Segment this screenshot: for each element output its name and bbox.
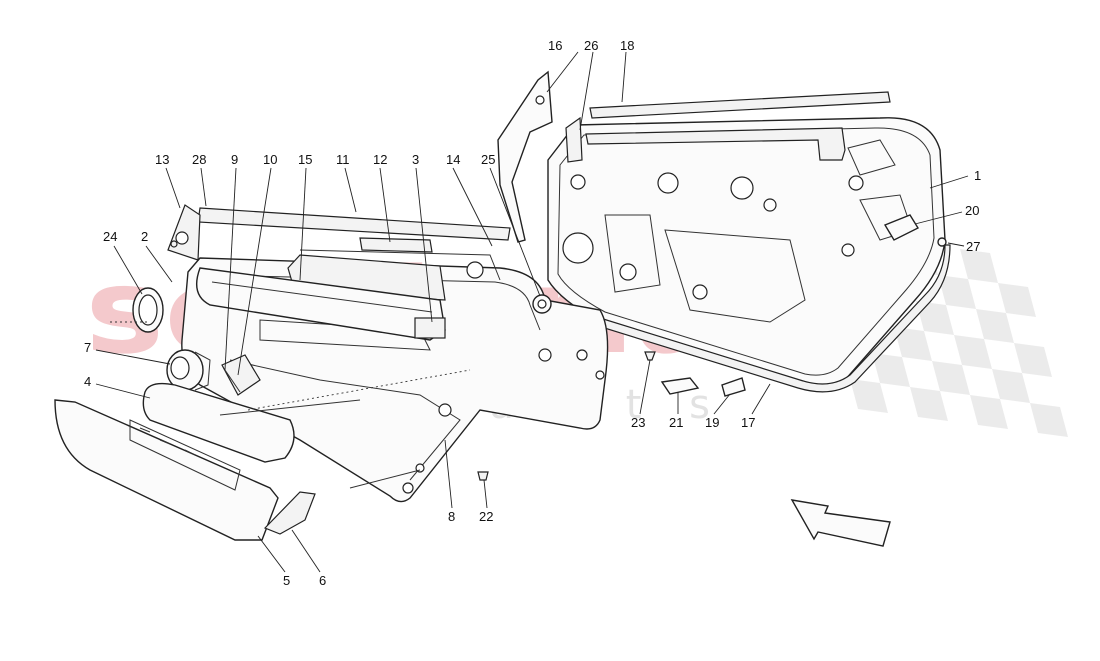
callout-28: 28 xyxy=(192,152,206,167)
callout-10: 10 xyxy=(263,152,277,167)
callout-24: 24 xyxy=(103,229,117,244)
callout-22: 22 xyxy=(479,509,493,524)
flag-square xyxy=(976,309,1014,343)
flag-square xyxy=(894,327,932,361)
flag-square xyxy=(932,361,970,395)
flag-square xyxy=(850,379,888,413)
corner-bracket xyxy=(565,116,583,163)
handle-cover xyxy=(221,354,261,396)
flag-square xyxy=(960,249,998,283)
callout-21: 21 xyxy=(669,415,683,430)
flag-square xyxy=(916,301,954,335)
flag-square xyxy=(872,353,910,387)
flag-square xyxy=(1030,403,1068,437)
callout-20: 20 xyxy=(965,203,979,218)
callout-9: 9 xyxy=(231,152,238,167)
callout-14: 14 xyxy=(446,152,460,167)
flag-square xyxy=(954,335,992,369)
callout-13: 13 xyxy=(155,152,169,167)
callout-19: 19 xyxy=(705,415,719,430)
door-pocket xyxy=(54,399,279,541)
retaining-clip xyxy=(660,377,700,395)
screw xyxy=(644,351,656,361)
callout-16: 16 xyxy=(548,38,562,53)
arrow-icon xyxy=(790,499,891,547)
callout-7: 7 xyxy=(84,340,91,355)
callout-27: 27 xyxy=(966,239,980,254)
small-clip xyxy=(721,377,746,397)
callout-1: 1 xyxy=(974,168,981,183)
flag-square xyxy=(938,275,976,309)
screw xyxy=(477,471,489,481)
callout-18: 18 xyxy=(620,38,634,53)
flag-square xyxy=(1014,343,1052,377)
upper-trim-strip xyxy=(197,207,511,241)
flag-square xyxy=(970,395,1008,429)
door-switch xyxy=(414,317,446,339)
leader-lines xyxy=(95,51,969,573)
callout-12: 12 xyxy=(373,152,387,167)
callout-6: 6 xyxy=(319,573,326,588)
door-weather-strip xyxy=(597,244,951,393)
callout-25: 25 xyxy=(481,152,495,167)
flag-square xyxy=(992,369,1030,403)
armrest-pad xyxy=(142,382,295,463)
cover-cap xyxy=(883,214,919,241)
callout-11: 11 xyxy=(336,152,350,167)
callout-2: 2 xyxy=(141,229,148,244)
callout-15: 15 xyxy=(298,152,312,167)
callout-5: 5 xyxy=(283,573,290,588)
mirror-bracket xyxy=(497,70,553,243)
callout-8: 8 xyxy=(448,509,455,524)
flag-square xyxy=(998,283,1036,317)
door-frame xyxy=(547,117,946,390)
callout-labels: 1 2 3 4 5 6 7 8 9 10 11 12 13 14 15 16 1… xyxy=(84,38,981,588)
callout-23: 23 xyxy=(631,415,645,430)
callout-26: 26 xyxy=(584,38,598,53)
flag-square xyxy=(910,387,948,421)
pocket-end-cap xyxy=(263,491,316,535)
callout-17: 17 xyxy=(741,415,755,430)
callout-3: 3 xyxy=(412,152,419,167)
plug xyxy=(937,237,947,247)
callout-4: 4 xyxy=(84,374,91,389)
trim-clip xyxy=(359,237,433,253)
door-speaker xyxy=(166,349,211,391)
glass-run-channel xyxy=(585,91,891,161)
